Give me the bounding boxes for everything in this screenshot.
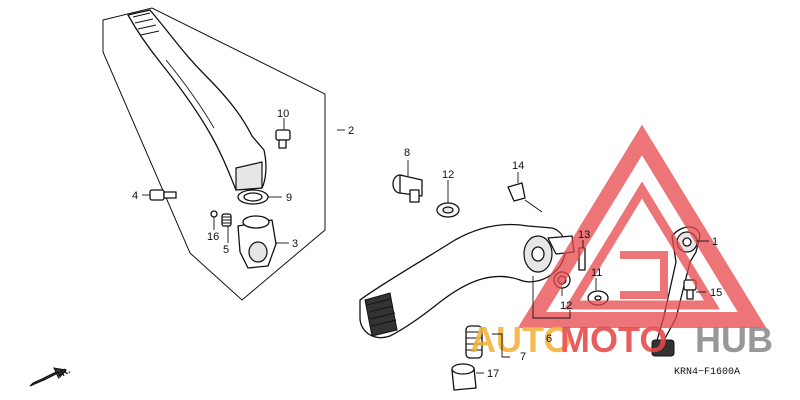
spring-5 <box>221 213 232 227</box>
callout-12-lower: 12 <box>560 300 572 312</box>
brake-pedal <box>359 223 575 339</box>
collar-12a <box>436 202 460 218</box>
diagram-reference-code: KRN4−F1600A <box>674 367 740 378</box>
pivot-bolt-8 <box>392 174 423 203</box>
spindle-3 <box>237 215 277 269</box>
callout-5: 5 <box>223 244 229 256</box>
callout-3: 3 <box>292 238 298 250</box>
direction-label: FR. <box>54 365 71 381</box>
bolt-4 <box>149 189 177 201</box>
watermark-triangle-inner <box>563 181 721 310</box>
watermark-logo <box>517 124 767 328</box>
callout-17: 17 <box>487 368 499 380</box>
watermark-center-mark <box>620 251 668 299</box>
callout-15: 15 <box>710 287 722 299</box>
pin-16 <box>210 210 218 226</box>
washer-9 <box>237 189 269 205</box>
callout-11: 11 <box>591 267 602 279</box>
callout-14: 14 <box>512 160 524 172</box>
clip-14 <box>507 182 526 202</box>
callout-1: 1 <box>712 236 718 248</box>
callout-12-upper: 12 <box>442 169 454 181</box>
callout-6: 6 <box>546 333 552 345</box>
callout-2: 2 <box>348 125 354 137</box>
callout-9: 9 <box>286 192 292 204</box>
callout-16: 16 <box>207 231 219 243</box>
callout-13: 13 <box>578 229 590 241</box>
bolt-15 <box>683 279 697 300</box>
callout-4: 4 <box>132 190 138 202</box>
callout-labels: 1 2 3 4 5 6 7 8 9 10 11 12 12 13 14 15 1… <box>132 108 722 380</box>
bolt-10 <box>275 129 291 149</box>
callout-7: 7 <box>520 351 526 363</box>
kickstarter-arm <box>127 9 267 191</box>
watermark-triangle-outer <box>517 124 767 328</box>
leader-lines <box>142 118 709 374</box>
callout-10: 10 <box>277 108 289 120</box>
kickstarter-frame <box>102 7 326 301</box>
watermark-text-hub: HUB <box>695 319 773 360</box>
watermark-text-auto: AUTO <box>470 319 571 360</box>
callout-8: 8 <box>404 147 410 159</box>
watermark-wordmark: AUTO MOTO HUB <box>470 319 773 360</box>
return-spring-7 <box>465 325 483 359</box>
front-direction-arrow: FR. <box>29 365 72 387</box>
watermark-text-moto: MOTO <box>560 319 667 360</box>
collar-17 <box>451 363 477 391</box>
